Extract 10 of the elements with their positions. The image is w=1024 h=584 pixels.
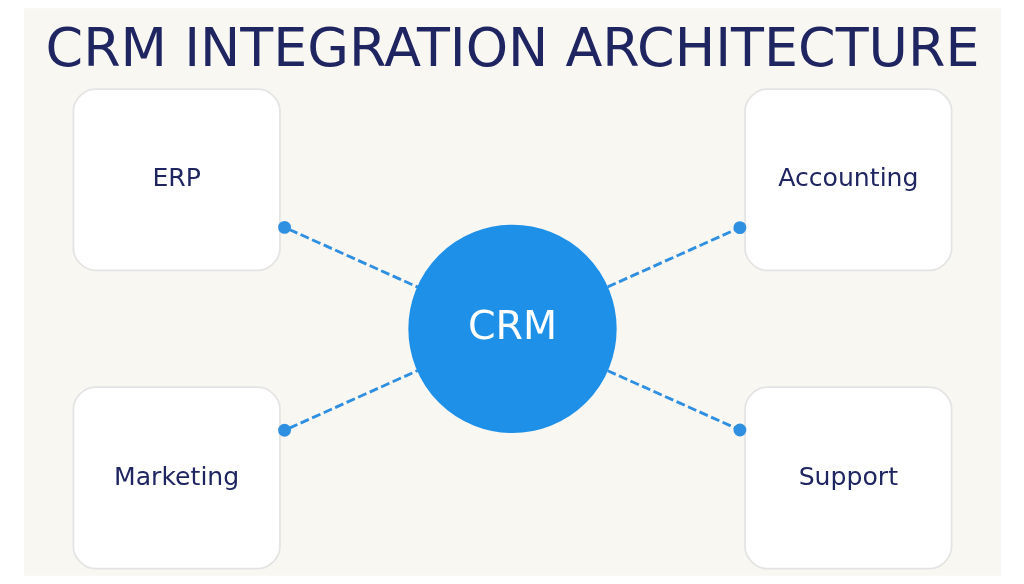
connector — [606, 221, 746, 289]
connector — [277, 220, 418, 289]
node-box: Support — [743, 386, 952, 570]
connector — [277, 369, 418, 437]
node-box: Marketing — [72, 386, 281, 570]
node-circle: CRM — [407, 224, 617, 433]
node-box: ERP — [72, 88, 281, 272]
node-box: Accounting — [743, 88, 952, 272]
diagram-title: CRM INTEGRATION ARCHITECTURE — [45, 15, 979, 79]
connector — [606, 369, 746, 437]
